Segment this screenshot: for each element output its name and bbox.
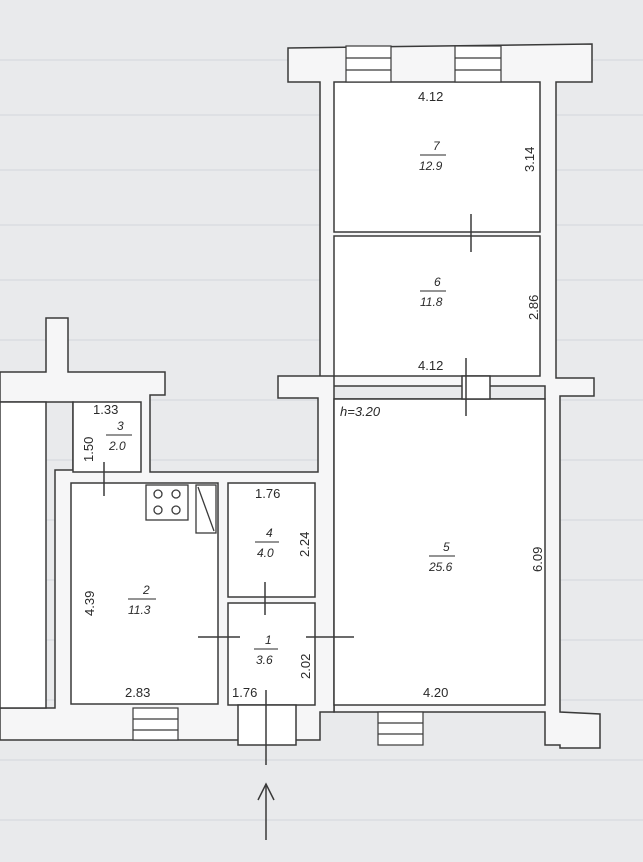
kitchen-fixtures bbox=[145, 484, 217, 534]
room-6-height: 2.86 bbox=[526, 295, 541, 320]
room-1-number: 1 bbox=[265, 633, 272, 647]
room-5-number: 5 bbox=[443, 540, 450, 554]
room-5-width: 4.20 bbox=[423, 685, 448, 700]
room-6-area: 11.8 bbox=[420, 295, 443, 309]
neighbor-wall bbox=[0, 401, 47, 709]
room-2-height: 4.39 bbox=[82, 591, 97, 616]
window-room-5 bbox=[377, 711, 424, 746]
window-room-2 bbox=[132, 707, 179, 741]
room-5 bbox=[333, 398, 546, 706]
rooms bbox=[70, 81, 546, 706]
room-1 bbox=[227, 602, 316, 706]
room-6 bbox=[333, 235, 541, 377]
room-labels: 7 12.9 4.12 3.14 6 11.8 4.12 2.86 h=3.20… bbox=[81, 89, 545, 700]
room-7 bbox=[333, 81, 541, 233]
windows bbox=[132, 45, 502, 746]
room-7-height: 3.14 bbox=[522, 147, 537, 172]
room-2-width: 2.83 bbox=[125, 685, 150, 700]
room-3 bbox=[72, 401, 142, 473]
room-4-width: 1.76 bbox=[255, 486, 280, 501]
room-4-number: 4 bbox=[266, 526, 273, 540]
room-4-height: 2.24 bbox=[297, 532, 312, 557]
stove-icon bbox=[145, 484, 189, 521]
door-marks bbox=[103, 214, 472, 765]
window-room-7-right bbox=[454, 45, 502, 83]
room-1-width: 1.76 bbox=[232, 685, 257, 700]
room-2 bbox=[70, 482, 219, 705]
room-4-area: 4.0 bbox=[257, 546, 274, 560]
room-5-area: 25.6 bbox=[428, 560, 453, 574]
room-1-height: 2.02 bbox=[298, 654, 313, 679]
room-4 bbox=[227, 482, 316, 598]
entrance bbox=[237, 375, 491, 840]
room-1-area: 3.6 bbox=[256, 653, 273, 667]
room-3-width: 1.33 bbox=[93, 402, 118, 417]
room-7-number: 7 bbox=[433, 139, 441, 153]
room-5-height: 6.09 bbox=[530, 547, 545, 572]
room-7-area: 12.9 bbox=[419, 159, 443, 173]
room-7-width: 4.12 bbox=[418, 89, 443, 104]
room-6-width: 4.12 bbox=[418, 358, 443, 373]
room-6-number: 6 bbox=[434, 275, 441, 289]
window-room-7-left bbox=[345, 45, 392, 83]
ceiling-height: h=3.20 bbox=[340, 404, 381, 419]
room-2-area: 11.3 bbox=[128, 603, 151, 617]
room-3-height: 1.50 bbox=[81, 437, 96, 462]
room-3-number: 3 bbox=[117, 419, 124, 433]
room-2-number: 2 bbox=[142, 583, 150, 597]
room-3-area: 2.0 bbox=[108, 439, 126, 453]
